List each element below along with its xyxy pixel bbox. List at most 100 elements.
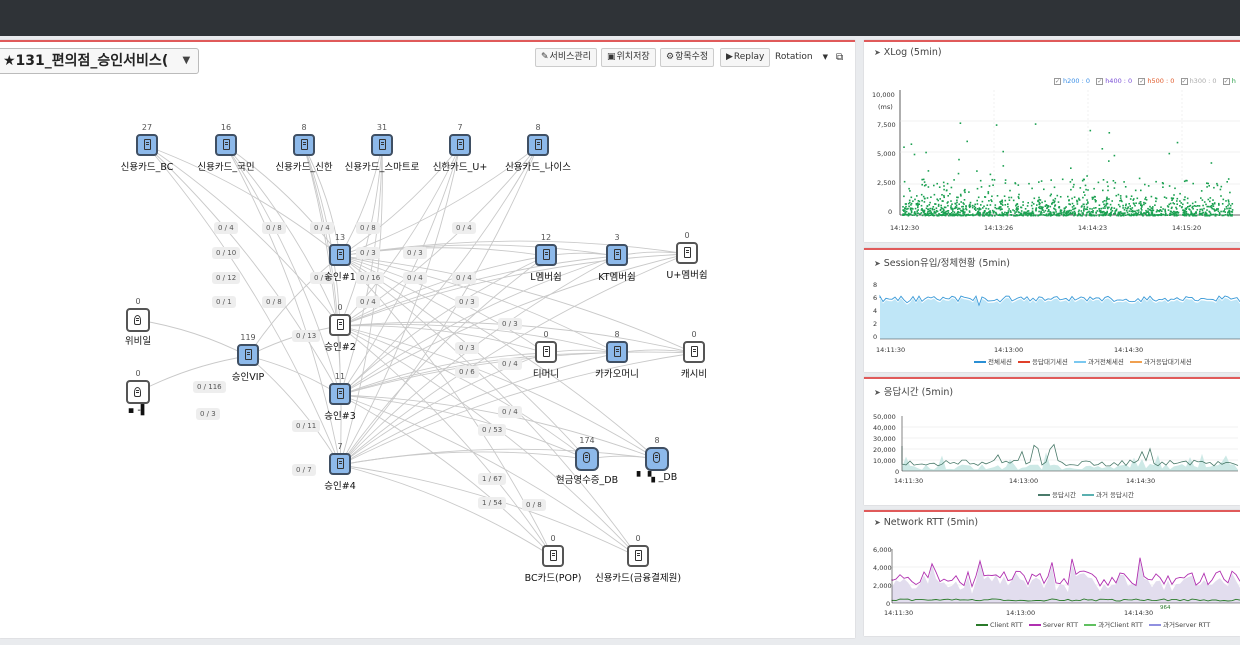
xlog-point bbox=[1063, 214, 1065, 216]
xlog-point bbox=[1015, 208, 1018, 211]
xlog-point bbox=[967, 214, 969, 216]
xlog-point bbox=[1069, 212, 1072, 215]
topology-edge bbox=[225, 145, 341, 396]
xlog-point bbox=[1094, 200, 1097, 203]
xlog-point bbox=[909, 201, 911, 204]
legend-h-more[interactable]: ✓h bbox=[1222, 77, 1236, 85]
replay-button[interactable]: ▶Replay bbox=[720, 48, 771, 67]
xlog-point bbox=[941, 207, 943, 210]
external-link-icon[interactable]: ⧉ bbox=[836, 52, 844, 63]
xlog-point bbox=[1192, 208, 1194, 210]
xlog-point bbox=[1106, 181, 1109, 183]
topology-edge bbox=[339, 253, 688, 327]
xlog-point bbox=[1091, 196, 1094, 199]
xlog-point bbox=[1004, 204, 1007, 206]
xlog-point bbox=[1059, 212, 1061, 215]
legend-h200[interactable]: ✓h200 : 0 bbox=[1054, 77, 1090, 85]
xlog-point bbox=[1131, 214, 1133, 216]
xlog-point bbox=[1118, 211, 1121, 214]
xlog-point bbox=[908, 199, 911, 202]
xlog-point bbox=[1145, 213, 1147, 216]
xlog-point bbox=[991, 209, 994, 212]
save-position-button[interactable]: ▣위치저장 bbox=[601, 48, 656, 67]
xlog-point bbox=[927, 208, 930, 210]
node-other-db[interactable]: 8▘▝▖_DB bbox=[636, 436, 678, 483]
xlog-point bbox=[1082, 178, 1085, 181]
xlog-point bbox=[945, 189, 948, 192]
response-title: ➤응답시간 (5min) bbox=[874, 387, 954, 398]
xlog-point bbox=[1231, 203, 1234, 205]
server-icon bbox=[237, 344, 259, 366]
xlog-point bbox=[926, 214, 928, 216]
topology-edge bbox=[225, 145, 341, 466]
service-manage-button[interactable]: ✎서비스관리 bbox=[535, 48, 597, 67]
xlog-scatter-plot[interactable] bbox=[899, 90, 1240, 220]
xlog-point bbox=[922, 195, 925, 198]
xlog-point bbox=[1113, 187, 1116, 189]
rotation-select[interactable]: Rotation▼ bbox=[775, 52, 829, 62]
xlog-point bbox=[924, 214, 927, 217]
legend-h500[interactable]: ✓h500 : 0 bbox=[1138, 77, 1175, 85]
xlog-point bbox=[955, 213, 958, 215]
server-icon bbox=[676, 242, 698, 264]
xlog-point bbox=[1107, 189, 1109, 192]
xlog-point bbox=[1046, 214, 1048, 217]
xlog-point bbox=[914, 213, 917, 216]
service-select[interactable]: ★131_편의점_승인서비스( ▼ bbox=[0, 48, 200, 74]
network-rtt-chart[interactable] bbox=[891, 549, 1240, 605]
edit-items-button[interactable]: ⚙항목수정 bbox=[660, 48, 715, 67]
xlog-point bbox=[1205, 213, 1207, 216]
rtt-legend: Client RTT Server RTT 과거Client RTT 과거Ser… bbox=[972, 619, 1210, 629]
response-time-chart[interactable] bbox=[901, 416, 1239, 474]
xlog-point bbox=[1132, 199, 1134, 201]
xlog-point bbox=[1200, 190, 1203, 192]
xlog-point bbox=[936, 198, 938, 201]
xlog-point bbox=[1082, 213, 1084, 216]
xlog-point bbox=[956, 212, 959, 214]
xlog-point bbox=[972, 213, 974, 216]
legend-h300[interactable]: ✓h300 : 0 bbox=[1180, 77, 1217, 85]
xlog-point bbox=[1220, 195, 1222, 197]
xlog-point bbox=[1170, 210, 1172, 213]
xlog-point bbox=[905, 213, 908, 216]
xlog-point bbox=[1125, 204, 1127, 207]
xlog-point bbox=[1069, 203, 1071, 206]
xlog-point bbox=[955, 207, 957, 209]
topology-edge bbox=[339, 394, 588, 460]
session-chart[interactable] bbox=[879, 284, 1240, 340]
xlog-point bbox=[1176, 200, 1178, 202]
xlog-point bbox=[1054, 205, 1056, 207]
xlog-point bbox=[950, 214, 952, 217]
xlog-point bbox=[1227, 204, 1229, 207]
xlog-point bbox=[1005, 214, 1007, 216]
node-user2[interactable]: 0▪ -▌ bbox=[126, 369, 150, 416]
xlog-point bbox=[1050, 179, 1052, 181]
xlog-point bbox=[1188, 205, 1191, 208]
legend-h400[interactable]: ✓h400 : 0 bbox=[1096, 77, 1133, 85]
xlog-point bbox=[940, 214, 942, 216]
server-icon bbox=[449, 134, 471, 156]
xlog-point bbox=[993, 179, 996, 181]
xlog-point bbox=[1083, 208, 1085, 211]
